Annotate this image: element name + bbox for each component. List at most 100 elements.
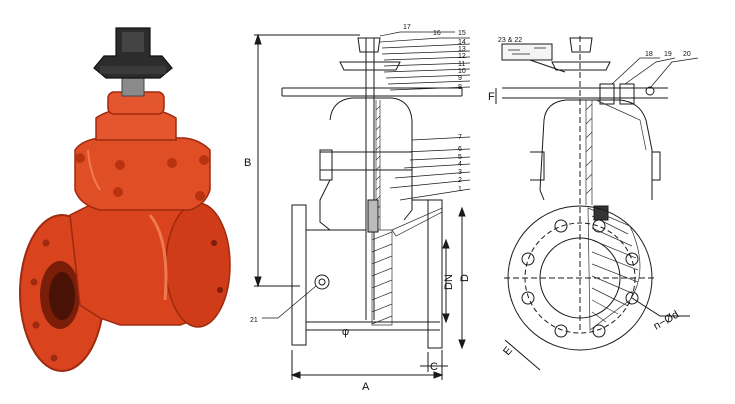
balloon-7: 7 xyxy=(458,134,462,141)
balloon-leader-19 xyxy=(624,57,676,85)
balloon-9: 9 xyxy=(458,75,462,82)
side-body-left xyxy=(539,119,545,201)
balloon-leader-18 xyxy=(611,57,660,85)
valve-photo xyxy=(19,27,231,372)
balloon-18: 18 xyxy=(645,51,653,58)
side-bolt-hole xyxy=(592,324,606,338)
section-bonnet-flange xyxy=(320,151,412,171)
section-cap-ends xyxy=(281,88,463,96)
section-right-flange xyxy=(427,199,443,349)
side-bonnet-lug-left xyxy=(530,151,545,181)
balloon-19: 19 xyxy=(664,51,672,58)
operating-nut-icon xyxy=(93,27,173,79)
valve-right-flange xyxy=(165,202,231,328)
valve-highlight xyxy=(87,149,101,191)
balloon-4: 4 xyxy=(458,161,462,168)
side-nut-skirt xyxy=(551,61,611,71)
dim-leader-nod xyxy=(631,297,690,317)
balloon-21: 21 xyxy=(250,317,258,324)
section-bolt-circle-inner xyxy=(318,278,326,286)
flange-bolt-hole xyxy=(217,287,223,293)
arrow-head xyxy=(433,371,444,379)
dim-label-c: C xyxy=(430,361,438,373)
dim-label-f: F xyxy=(488,91,495,103)
section-left-flange xyxy=(291,204,307,346)
bonnet-bolt xyxy=(199,155,209,165)
arrow-head xyxy=(290,371,301,379)
balloon-15: 15 xyxy=(458,30,466,37)
dim-label-a: A xyxy=(362,381,370,393)
dim-line-e xyxy=(504,339,541,371)
arrow-head xyxy=(442,313,450,324)
bonnet-bolt xyxy=(113,187,123,197)
side-bolt-hole xyxy=(521,252,535,266)
section-bolt-circle xyxy=(314,274,330,290)
balloon-12: 12 xyxy=(458,53,466,60)
flange-bolt-hole xyxy=(211,240,217,246)
side-bonnet xyxy=(543,99,653,200)
section-hatching xyxy=(371,100,443,326)
valve-bonnet xyxy=(74,137,211,211)
section-view xyxy=(254,31,471,380)
bonnet-bolt xyxy=(167,158,177,168)
side-bolt-hole xyxy=(554,219,568,233)
flange-bolt-hole xyxy=(50,354,58,362)
side-bolt-hole xyxy=(521,291,535,305)
side-view xyxy=(495,36,699,371)
dim-label-nod: n−Ød xyxy=(652,309,682,333)
valve-highlight xyxy=(148,214,168,301)
arrow-head xyxy=(442,238,450,249)
side-hatching xyxy=(585,99,647,331)
bonnet-bolt xyxy=(75,153,85,163)
valve-bore-inner xyxy=(49,272,75,320)
side-bolt-hole xyxy=(592,219,606,233)
balloon-23-22: 23 & 22 xyxy=(498,37,522,44)
bonnet-bolt xyxy=(195,191,205,201)
flange-bolt-hole xyxy=(42,239,50,247)
balloon-5: 5 xyxy=(458,154,462,161)
section-bonnet xyxy=(329,97,413,221)
arrow-head xyxy=(254,276,262,288)
balloon-3: 3 xyxy=(458,169,462,176)
balloon-leaders xyxy=(262,31,471,319)
section-nut xyxy=(357,37,381,53)
dim-label-d: D xyxy=(459,274,471,282)
balloon-6: 6 xyxy=(458,146,462,153)
side-bolt-hole xyxy=(625,291,639,305)
nameplate-text-lines xyxy=(508,47,546,55)
balloon-20: 20 xyxy=(683,51,691,58)
arrow-head xyxy=(458,339,466,350)
section-wedge xyxy=(367,199,379,233)
flange-bolt-hole xyxy=(32,321,40,329)
balloon-17: 17 xyxy=(403,24,411,31)
balloon-2: 2 xyxy=(458,177,462,184)
balloon-leader-20 xyxy=(649,57,699,89)
bonnet-bolt xyxy=(115,160,125,170)
section-nut-skirt xyxy=(339,61,401,71)
side-bonnet-lug-right xyxy=(652,151,661,181)
balloon-11: 11 xyxy=(458,61,465,68)
side-nut xyxy=(569,37,593,53)
side-bolt-head xyxy=(645,86,655,96)
balloon-16: 16 xyxy=(433,30,441,37)
balloon-14: 14 xyxy=(458,39,466,46)
arrow-head xyxy=(254,33,262,45)
balloon-1: 1 xyxy=(458,186,462,193)
balloon-8: 8 xyxy=(458,84,462,91)
nameplate xyxy=(501,43,553,61)
balloon-10: 10 xyxy=(458,68,466,75)
dim-label-b: B xyxy=(244,157,251,169)
side-bolt-hole xyxy=(625,252,639,266)
balloon-13: 13 xyxy=(458,46,466,53)
arrow-head xyxy=(458,206,466,217)
side-bolt xyxy=(619,83,635,105)
flange-bolt-hole xyxy=(30,278,38,286)
side-bolt-hole xyxy=(554,324,568,338)
section-balloon-labels: 17 16 15 14 13 12 11 10 9 8 7 6 5 4 3 2 … xyxy=(244,24,471,393)
operating-nut-top xyxy=(122,32,144,52)
side-bolt xyxy=(599,83,615,105)
dim-label-phi: φ xyxy=(342,326,349,338)
section-body-left xyxy=(319,179,331,231)
operating-nut-skirt xyxy=(100,66,166,74)
